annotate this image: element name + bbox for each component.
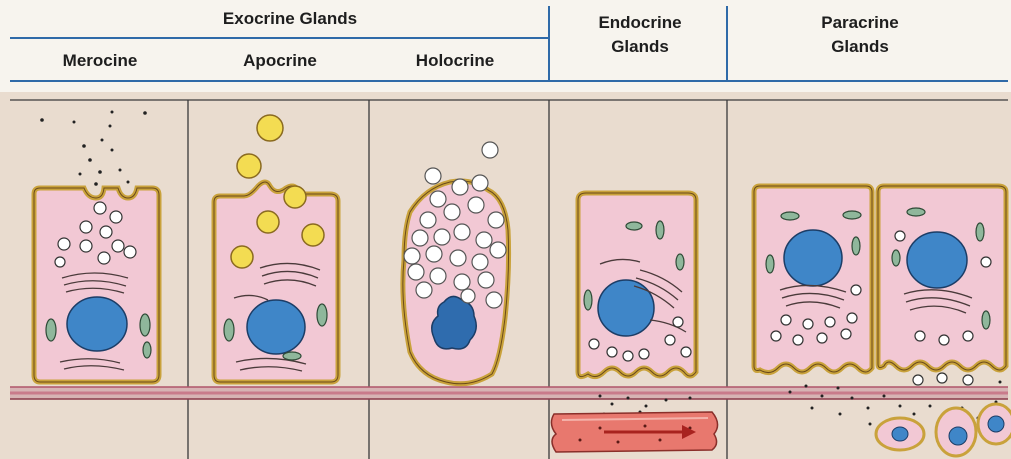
header-endocrine-line2: Glands [560, 36, 720, 58]
apocrine-nucleus [247, 300, 305, 354]
header-paracrine-line1: Paracrine [780, 12, 940, 34]
paracrine-right-nucleus [907, 232, 967, 288]
header-exocrine-glands: Exocrine Glands [200, 8, 380, 30]
header-endocrine-line1: Endocrine [560, 12, 720, 34]
header-merocine: Merocine [30, 50, 170, 72]
paracrine-cell-right [878, 186, 1006, 370]
merocrine-nucleus [67, 297, 127, 351]
header-paracrine-line2: Glands [780, 36, 940, 58]
paracrine-cell-left [754, 186, 872, 373]
basement-membrane [10, 387, 1008, 399]
header-apocrine: Apocrine [210, 50, 350, 72]
paracrine-left-nucleus [784, 230, 842, 286]
endocrine-nucleus [598, 280, 654, 336]
header-holocrine: Holocrine [385, 50, 525, 72]
blood-vessel [551, 412, 717, 452]
